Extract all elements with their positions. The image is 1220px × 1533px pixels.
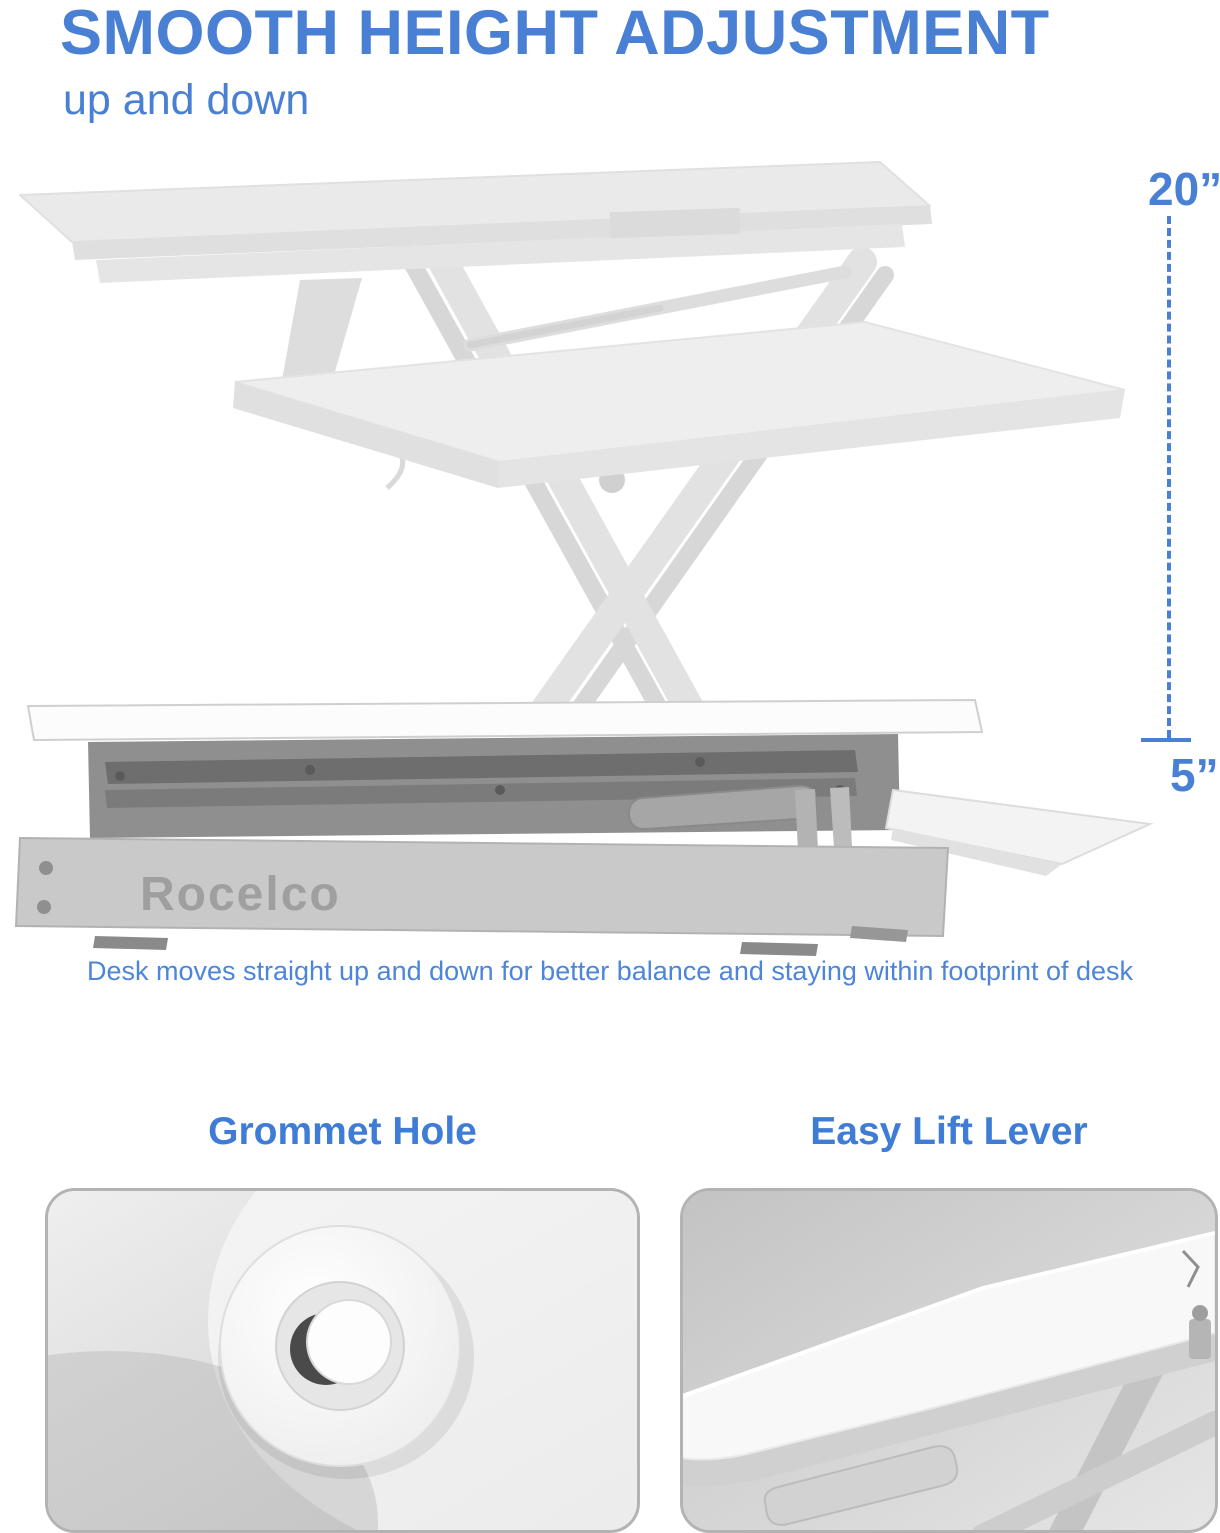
easy-lift-lever-illustration [683, 1191, 1215, 1530]
caption-text: Desk moves straight up and down for bett… [86, 956, 1134, 986]
page-title: SMOOTH HEIGHT ADJUSTMENT [60, 0, 1050, 68]
measurement-dashed-line [1167, 216, 1171, 738]
raised-position-ghost [19, 161, 1126, 725]
page-subtitle: up and down [63, 76, 310, 124]
desk-riser-illustration: Rocelco [14, 161, 1154, 956]
grommet-hole-illustration [48, 1191, 637, 1530]
callout-label-easy-lift-lever: Easy Lift Lever [810, 1110, 1088, 1153]
measurement-raised-label: 20” [1148, 163, 1220, 215]
lowered-position: Rocelco [14, 698, 1154, 956]
brand-logo: Rocelco [140, 868, 341, 921]
grommet-hole-image [45, 1188, 640, 1533]
measurement-tick [1141, 738, 1191, 742]
callout-label-grommet-hole: Grommet Hole [208, 1110, 477, 1153]
easy-lift-lever-image [680, 1188, 1218, 1533]
hero-image: Rocelco [0, 150, 1220, 960]
measurement-lowered-label: 5” [1170, 749, 1219, 801]
